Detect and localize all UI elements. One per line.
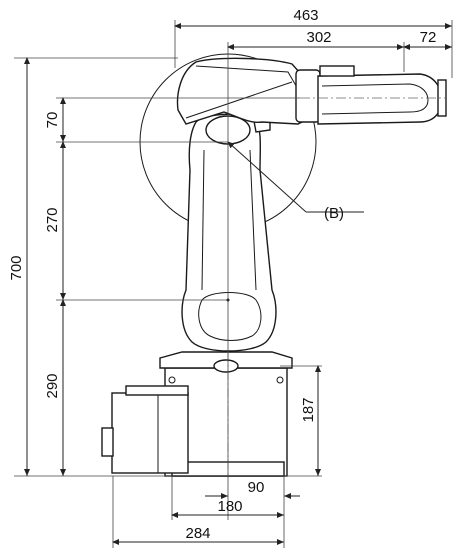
dim-label-290: 290 xyxy=(44,373,61,398)
upper-arm-housing xyxy=(176,57,313,125)
lower-arm-outer xyxy=(181,113,277,352)
dim-label-284: 284 xyxy=(185,525,210,542)
base-bolt-right xyxy=(276,376,284,384)
dim-label-90: 90 xyxy=(248,479,265,496)
dim-label-180: 180 xyxy=(217,498,242,515)
connector-box xyxy=(111,392,189,474)
dim-label-700: 700 xyxy=(8,255,25,280)
upper-arm-edge-lower xyxy=(185,81,293,119)
forearm-cap xyxy=(319,65,355,77)
dim-label-72: 72 xyxy=(420,29,437,46)
dim-label-270: 270 xyxy=(44,207,61,232)
forearm xyxy=(317,73,443,125)
dim-label-187: 187 xyxy=(300,397,317,422)
dimension-labels: 463 302 72 700 70 270 290 187 90 180 284… xyxy=(8,7,436,542)
dim-label-302: 302 xyxy=(306,29,331,46)
connector-box-lid xyxy=(125,385,189,396)
lower-arm-inner-rib-left xyxy=(201,149,205,291)
connector-plug xyxy=(101,427,114,457)
lower-arm-inner-loop xyxy=(198,292,262,341)
dim-label-70: 70 xyxy=(44,112,61,129)
wrist-collar xyxy=(295,69,321,123)
dimension-lines xyxy=(24,23,452,545)
dim-label-463: 463 xyxy=(293,7,318,24)
callout-leader xyxy=(227,141,364,213)
base-joint-boss xyxy=(213,359,239,373)
base-bolt-left xyxy=(168,376,176,384)
robot-outline xyxy=(101,53,447,477)
callout-label-b: (B) xyxy=(324,205,344,222)
lower-arm-inner-rib-right xyxy=(249,149,257,291)
forearm-inner xyxy=(321,83,429,115)
